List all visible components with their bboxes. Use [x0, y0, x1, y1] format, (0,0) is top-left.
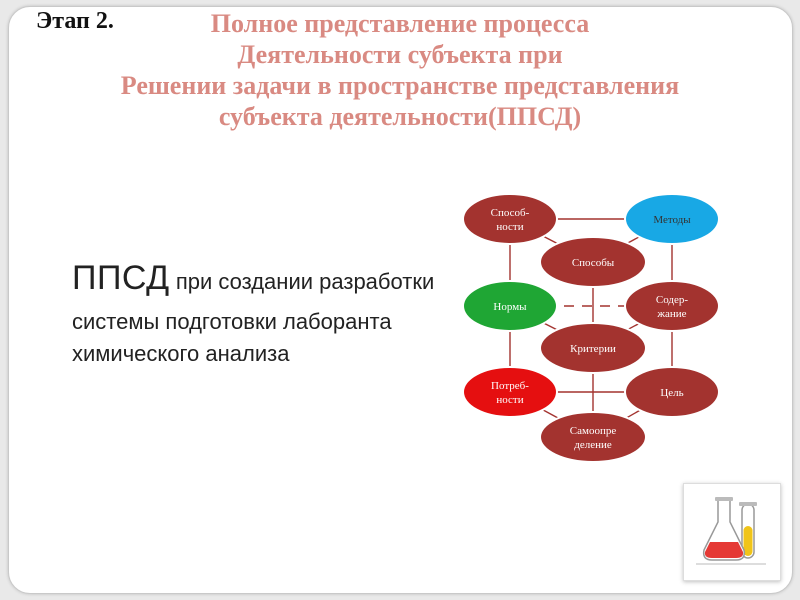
node-label: ности: [496, 394, 523, 406]
body-text: ППСД при создании разработки системы под…: [72, 256, 434, 370]
slide-title: Полное представление процесса Деятельнос…: [40, 8, 760, 132]
node-soderzhanie: Содер-жание: [624, 280, 720, 332]
node-sposoby: Способы: [539, 236, 647, 288]
node-label: Содер-: [656, 294, 688, 306]
node-shape: [624, 193, 720, 245]
node-label: Критерии: [570, 343, 616, 355]
title-line-4: субъекта деятельности(ППСД): [218, 102, 582, 131]
node-label: деление: [574, 439, 612, 451]
body-line-1-rest: при создании разработки: [169, 269, 435, 294]
node-shape: [624, 366, 720, 418]
node-shape: [462, 366, 558, 418]
node-potrebnosti: Потреб-ности: [462, 366, 558, 418]
node-samoopredelenie: Самоопре деление: [539, 411, 647, 463]
node-label: ности: [496, 221, 523, 233]
body-line-1: ППСД при создании разработки: [72, 256, 434, 300]
stage-label: Этап 2.: [36, 8, 114, 34]
node-kriterii: Критерии: [539, 322, 647, 374]
node-shape: [624, 280, 720, 332]
title-line-1: Полное представление процесса: [210, 9, 590, 38]
node-normy: Нормы: [462, 280, 558, 332]
title-line-3: Решении задачи в пространстве представле…: [120, 71, 680, 100]
node-label: Методы: [653, 214, 691, 226]
node-sposobnosti: Способ-ности: [462, 193, 558, 245]
body-line-2: системы подготовки лаборанта: [72, 309, 392, 334]
node-shape: [462, 193, 558, 245]
node-shape: [462, 280, 558, 332]
abbr-ppsd: ППСД: [72, 259, 170, 297]
node-shape: [539, 322, 647, 374]
node-shape: [539, 236, 647, 288]
node-label: Способ-: [491, 207, 530, 219]
title-line-2: Деятельности субъекта при: [237, 40, 563, 69]
chemistry-flask-icon: [683, 483, 781, 581]
node-label: жание: [656, 308, 686, 320]
node-label: Способы: [572, 257, 615, 269]
node-shape: [539, 411, 647, 463]
body-line-3: химического анализа: [72, 341, 290, 366]
node-label: Самоопре: [570, 425, 617, 437]
node-tsel: Цель: [624, 366, 720, 418]
node-metody: Методы: [624, 193, 720, 245]
node-label: Цель: [660, 387, 683, 399]
node-label: Нормы: [493, 301, 527, 313]
node-label: Потреб-: [491, 380, 529, 392]
